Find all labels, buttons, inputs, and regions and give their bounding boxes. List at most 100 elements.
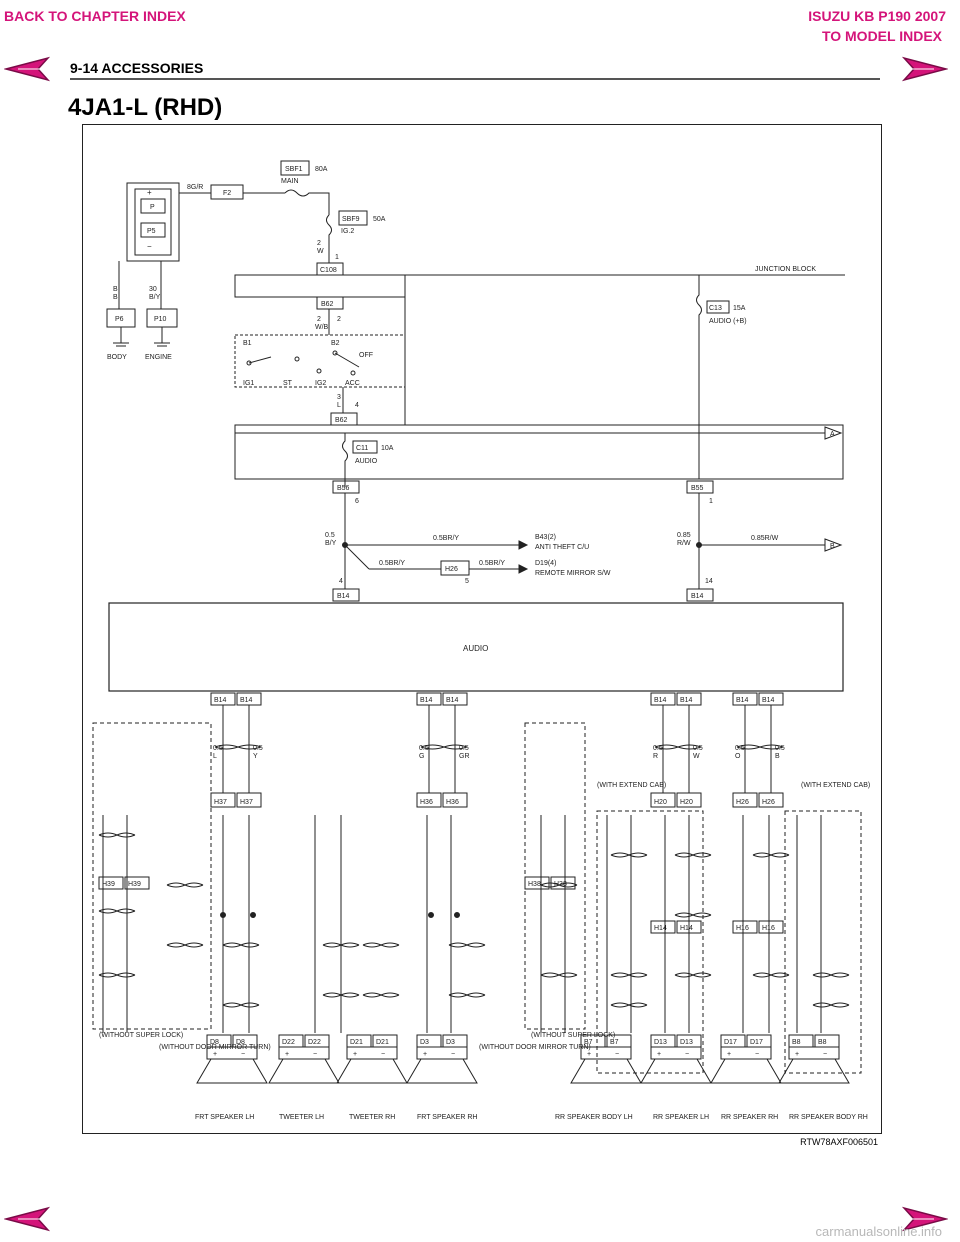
wire-twist — [812, 972, 850, 978]
back-to-chapter-index-link[interactable]: BACK TO CHAPTER INDEX — [4, 8, 186, 24]
wire-size-label: 0.5 — [653, 745, 663, 752]
wire-twist — [812, 1002, 850, 1008]
wire-by-size-label: 30 — [149, 286, 157, 293]
to-model-index-link[interactable]: TO MODEL INDEX — [821, 28, 942, 44]
wire-twist — [654, 744, 702, 750]
h26-pin-5: 5 — [465, 578, 469, 585]
wire-wb-color: W/B — [315, 324, 329, 331]
lower-connector: H14 — [654, 925, 667, 932]
anti-theft-code-label: B43(2) — [535, 534, 556, 541]
wire-twist — [610, 972, 648, 978]
speaker-connector: D17 — [724, 1039, 737, 1046]
b62-connector-top-label: B62 — [321, 301, 334, 308]
h26-connector-label: H26 — [445, 566, 458, 573]
model-title-link[interactable]: ISUZU KB P190 2007 — [808, 8, 946, 24]
wire-twist — [98, 908, 136, 914]
speaker-icon — [778, 1058, 850, 1084]
speaker-connector: D17 — [750, 1039, 763, 1046]
watermark[interactable]: carmanualsonline.info — [815, 1224, 942, 1239]
wire-rw-size: 0.85 — [677, 532, 691, 539]
wire-twist — [448, 942, 486, 948]
wire-twist — [674, 912, 712, 918]
c11-fuse-label: C11 — [356, 445, 368, 452]
b56-connector-label: B56 — [337, 485, 350, 492]
b14-pin-14: 14 — [705, 578, 713, 585]
b14-lower-connector: B14 — [420, 697, 433, 704]
speaker-plus-label: + — [353, 1051, 357, 1058]
wire-twist — [322, 992, 360, 998]
wire-twist — [166, 882, 204, 888]
anti-theft-label: ANTI THEFT C/U — [535, 544, 589, 551]
next-page-arrow-icon[interactable] — [902, 56, 948, 82]
speaker-icon — [196, 1058, 268, 1084]
speaker-connector: D8 — [236, 1039, 245, 1046]
lower-connector: H14 — [680, 925, 693, 932]
wire-color-label: L — [213, 753, 217, 760]
lower-connector: H16 — [762, 925, 775, 932]
ignition-switch: B1 B2 OFF IG1 ST IG2 ACC — [234, 334, 406, 388]
page-title: 4JA1-L (RHD) — [68, 94, 223, 121]
speaker-connector: D8 — [210, 1039, 219, 1046]
wire-twist — [222, 1002, 260, 1008]
previous-page-arrow-icon[interactable] — [4, 56, 50, 82]
battery-p-label: P — [150, 204, 155, 211]
tweeter-rh-label: TWEETER RH — [349, 1114, 395, 1121]
speaker-minus-label: − — [685, 1051, 689, 1058]
wire-twist — [362, 992, 400, 998]
speaker-connector: B7 — [610, 1039, 619, 1046]
wire-twist — [610, 1002, 648, 1008]
speaker-plus-label: + — [795, 1051, 799, 1058]
wire-color-label: GR — [459, 753, 470, 760]
lower-connector: H39 — [102, 881, 115, 888]
engine-ground-label: ENGINE — [145, 354, 172, 361]
lower-connector: H39 — [128, 881, 141, 888]
ignition-ig1-label: IG1 — [243, 380, 254, 387]
sbf9-rating-label: 50A — [373, 216, 386, 223]
c11-rating-label: 10A — [381, 445, 394, 452]
mirror-code-label: D19(4) — [535, 560, 556, 567]
wire-twist — [98, 972, 136, 978]
arrow-b-label: B — [830, 543, 835, 550]
wire-by-05-size: 0.5 — [325, 532, 335, 539]
lower-connector-box — [650, 920, 676, 934]
wire-color-label: Y — [253, 753, 258, 760]
ignition-acc-label: ACC — [345, 380, 360, 387]
wire-junction-dot — [454, 912, 460, 918]
previous-page-arrow-icon[interactable] — [4, 1206, 50, 1232]
speaker-minus-label: − — [313, 1051, 317, 1058]
ignition-ig2-label: IG2 — [315, 380, 326, 387]
wire-8gr-label: 8G/R — [187, 184, 203, 191]
lower-connector-box — [732, 920, 758, 934]
speaker-icon — [336, 1058, 408, 1084]
wire-b2-label: B — [113, 294, 118, 301]
b62-connector-bottom-label: B62 — [335, 417, 348, 424]
speaker-icon — [640, 1058, 712, 1084]
wire-rw-right-label: 0.85R/W — [751, 535, 779, 542]
b62-pin-2: 2 — [337, 316, 341, 323]
next-page-arrow-icon[interactable] — [902, 1206, 948, 1232]
speaker-plus-label: + — [587, 1051, 591, 1058]
body-ground-label: BODY — [107, 354, 127, 361]
speaker-connector: D22 — [308, 1039, 321, 1046]
wire-twist — [752, 972, 790, 978]
ignition-st-label: ST — [283, 380, 293, 387]
note-without-mirror-turn-left: (WITHOUT DOOR MIRROR TURN) — [159, 1044, 271, 1051]
frt-speaker-rh-label: FRT SPEAKER RH — [417, 1114, 477, 1121]
b14-lower-connector: B14 — [240, 697, 253, 704]
wire-bry-3-label: 0.5BR/Y — [479, 560, 505, 567]
b14-lower-connector: B14 — [736, 697, 749, 704]
wire-color-label: O — [735, 753, 741, 760]
c108-connector-label: C108 — [320, 267, 337, 274]
battery-p5-label: P5 — [147, 228, 156, 235]
note-without-super-lock-left: (WITHOUT SUPER LOCK) — [99, 1032, 183, 1039]
mirror-label: REMOTE MIRROR S/W — [535, 570, 611, 577]
wire-color-label: G — [419, 753, 424, 760]
speaker-minus-label: − — [451, 1051, 455, 1058]
optional-circuit-box — [784, 810, 862, 1074]
b14-lower-connector: B14 — [762, 697, 775, 704]
wire-junction-dot — [250, 912, 256, 918]
sbf1-main-label: MAIN — [281, 178, 299, 185]
speaker-plus-label: + — [727, 1051, 731, 1058]
section-header: 9-14 ACCESSORIES — [70, 60, 204, 76]
tweeter-lh-label: TWEETER LH — [279, 1114, 324, 1121]
